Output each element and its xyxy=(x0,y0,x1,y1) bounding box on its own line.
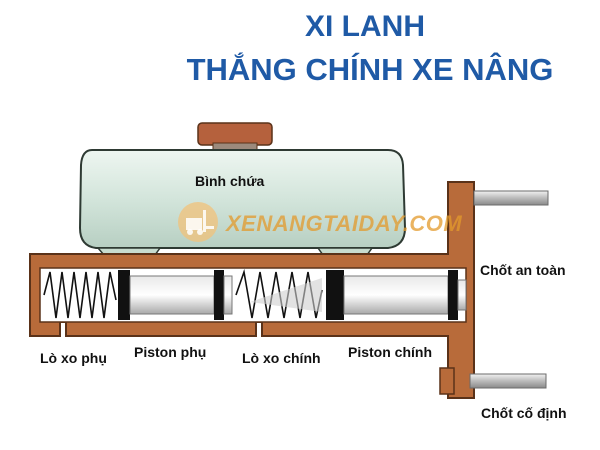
safety-pin-rod xyxy=(473,190,549,206)
label-reservoir: Bình chứa xyxy=(195,173,265,189)
watermark-text: XENANGTAIDAY.COM xyxy=(226,211,463,236)
label-safety-pin: Chốt an toàn xyxy=(480,262,566,278)
aux-piston-seal-right xyxy=(214,270,224,320)
aux-piston-seal-left xyxy=(118,270,130,320)
main-piston-seal-left xyxy=(326,270,344,320)
title-line-1: XI LANH xyxy=(305,10,425,43)
reservoir-cap xyxy=(197,122,273,146)
label-aux-piston: Piston phụ xyxy=(134,344,207,360)
watermark: XENANGTAIDAY.COM xyxy=(176,201,463,245)
label-main-piston: Piston chính xyxy=(348,344,432,360)
fixed-pin-rod xyxy=(469,373,547,389)
aux-piston-body xyxy=(129,275,215,315)
aux-piston-cap xyxy=(223,275,233,315)
label-main-spring: Lò xo chính xyxy=(242,350,321,366)
main-spring-seat xyxy=(250,278,322,312)
forklift-logo-icon xyxy=(176,200,220,249)
label-fixed-pin: Chốt cố định xyxy=(481,405,567,421)
reservoir-tank xyxy=(78,149,407,249)
main-piston-seal-right xyxy=(448,270,458,320)
title-line-2: THẮNG CHÍNH XE NÂNG xyxy=(186,52,554,87)
aux-spring xyxy=(43,271,117,319)
label-aux-spring: Lò xo phụ xyxy=(40,350,107,366)
main-piston-rod-end xyxy=(457,279,467,311)
fixed-pin-head xyxy=(439,367,455,395)
main-piston-body xyxy=(343,275,449,315)
